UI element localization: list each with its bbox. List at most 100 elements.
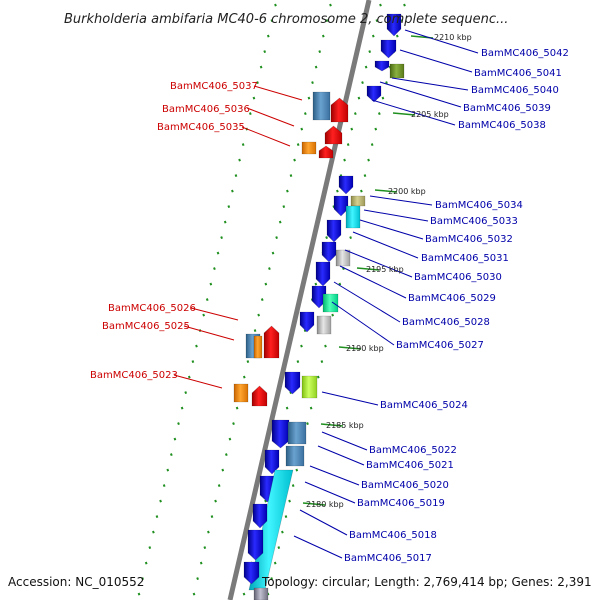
gene-label-left[interactable]: BamMC406_5026	[108, 303, 196, 314]
gene-label-right[interactable]: BamMC406_5024	[380, 400, 468, 411]
gene-label-right[interactable]: BamMC406_5017	[344, 553, 432, 564]
track-dot	[293, 158, 296, 162]
leader-line	[344, 249, 413, 278]
gene-glyph	[299, 311, 315, 333]
gene-label-left[interactable]: BamMC406_5023	[90, 370, 178, 381]
leader-line	[304, 481, 356, 504]
track-dot	[263, 50, 267, 54]
gene-label-right[interactable]: BamMC406_5022	[369, 445, 457, 456]
gene-glyph	[324, 125, 343, 145]
leader-line	[183, 325, 235, 341]
gene-glyph	[311, 285, 327, 309]
gene-label-right[interactable]: BamMC406_5034	[435, 200, 523, 211]
gene-label-left[interactable]: BamMC406_5037	[170, 81, 258, 92]
gene-glyph	[315, 261, 331, 287]
track-dot	[320, 360, 324, 364]
track-dot	[296, 143, 300, 147]
gene-glyph	[247, 529, 264, 561]
gene-label-right[interactable]: BamMC406_5029	[408, 293, 496, 304]
track-dot	[180, 406, 184, 410]
track-dot	[203, 546, 207, 550]
track-dot	[377, 112, 381, 116]
gene-label-right[interactable]: BamMC406_5042	[481, 48, 569, 59]
gene-label-right[interactable]: BamMC406_5038	[458, 120, 546, 131]
gene-label-right[interactable]: BamMC406_5033	[430, 216, 518, 227]
gene-label-right[interactable]: BamMC406_5027	[396, 340, 484, 351]
track-dot	[306, 422, 309, 426]
track-dot	[314, 65, 318, 69]
track-dot	[220, 236, 223, 240]
track-dot	[324, 344, 327, 348]
track-dot	[217, 484, 221, 488]
gene-label-left[interactable]: BamMC406_5036	[162, 104, 250, 115]
track-dot	[321, 34, 325, 38]
gene-glyph	[350, 195, 366, 207]
leader-line	[359, 219, 424, 240]
track-dot	[367, 158, 370, 162]
track-dot	[235, 406, 239, 410]
track-dot	[336, 189, 339, 193]
gene-glyph	[386, 13, 402, 37]
gene-label-right[interactable]: BamMC406_5020	[361, 480, 449, 491]
gene-label-right[interactable]: BamMC406_5030	[414, 272, 502, 283]
track-dot	[360, 189, 363, 193]
track-dot	[199, 561, 203, 565]
leader-line	[293, 535, 343, 559]
track-dot	[338, 282, 342, 286]
track-dot	[300, 127, 304, 131]
track-dot	[350, 127, 354, 131]
leader-line	[241, 126, 291, 147]
leader-line	[331, 301, 395, 346]
track-dot	[268, 267, 271, 271]
track-dot	[363, 174, 367, 178]
gene-label-right[interactable]: BamMC406_5021	[366, 460, 454, 471]
track-dot	[325, 236, 328, 240]
gene-label-right[interactable]: BamMC406_5041	[474, 68, 562, 79]
track-dot	[331, 313, 334, 317]
gene-glyph	[321, 241, 337, 263]
track-dot	[403, 3, 406, 7]
leader-line	[379, 81, 462, 108]
track-dot	[275, 236, 278, 240]
track-dot	[173, 437, 177, 441]
track-dot	[141, 577, 144, 581]
gene-label-right[interactable]: BamMC406_5031	[421, 253, 509, 264]
track-dot	[379, 3, 382, 7]
gene-label-right[interactable]: BamMC406_5028	[402, 317, 490, 328]
gene-label-right[interactable]: BamMC406_5039	[463, 103, 551, 114]
track-dot	[214, 499, 217, 503]
gene-label-right[interactable]: BamMC406_5018	[349, 530, 437, 541]
gene-label-right[interactable]: BamMC406_5019	[357, 498, 445, 509]
track-dot	[284, 515, 288, 519]
gene-glyph	[287, 421, 307, 445]
track-dot	[289, 174, 293, 178]
gene-label-left[interactable]: BamMC406_5025	[102, 321, 190, 332]
gene-label-left[interactable]: BamMC406_5035	[157, 122, 245, 133]
track-dot	[286, 189, 289, 193]
track-dot	[256, 81, 259, 85]
track-dot	[277, 546, 281, 550]
track-dot	[381, 96, 385, 100]
track-dot	[248, 112, 252, 116]
track-dot	[264, 499, 267, 503]
gene-glyph	[253, 335, 263, 359]
track-dot	[159, 499, 162, 503]
scale-label: 2185 kbp	[326, 421, 364, 430]
scale-tick	[392, 112, 416, 116]
gene-glyph	[374, 60, 390, 72]
track-dot	[343, 158, 346, 162]
gene-glyph	[263, 325, 280, 359]
gene-glyph	[333, 195, 349, 217]
track-dot	[209, 282, 213, 286]
gene-label-right[interactable]: BamMC406_5032	[425, 234, 513, 245]
track-dot	[232, 422, 235, 426]
leader-line	[399, 49, 473, 73]
track-dot	[385, 81, 388, 85]
track-dot	[177, 422, 180, 426]
track-dot	[223, 220, 227, 224]
track-dot	[311, 81, 314, 85]
gene-label-right[interactable]: BamMC406_5040	[471, 85, 559, 96]
leader-line	[253, 85, 303, 101]
scale-tick	[338, 346, 362, 350]
track-dot	[274, 3, 277, 7]
